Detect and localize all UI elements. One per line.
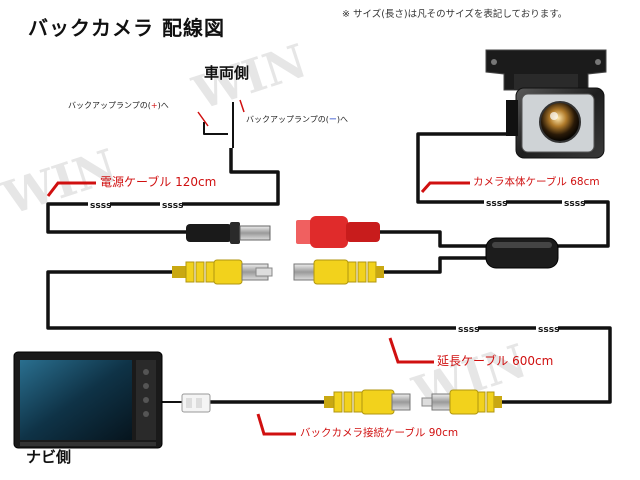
svg-text:ssss: ssss xyxy=(538,325,559,335)
pointer-connection xyxy=(256,413,296,436)
junction-rca-cable xyxy=(382,256,490,274)
power-cable xyxy=(46,148,280,234)
extension-cable xyxy=(46,270,612,404)
diagram-title: バックカメラ 配線図 xyxy=(28,16,225,40)
rca-plug-male-lower xyxy=(421,389,502,415)
svg-text:ssss: ssss xyxy=(458,325,479,335)
power-cable-label: 電源ケーブル 120cm xyxy=(100,175,217,189)
power-to-junction xyxy=(378,230,490,248)
svg-text:ssss: ssss xyxy=(486,199,507,209)
lamp-minus-label: バックアップランプの(ー)へ xyxy=(246,115,349,124)
rca-socket-female-upper xyxy=(293,259,384,285)
label-pointers xyxy=(46,181,470,436)
svg-text:ssss: ssss xyxy=(564,199,585,209)
extension-cable-label: 延長ケーブル 600cm xyxy=(437,354,554,368)
pointer-lamp-minus xyxy=(239,99,245,113)
navi-input-connector xyxy=(181,393,211,413)
pointer-extension xyxy=(388,337,434,364)
svg-text:ssss: ssss xyxy=(90,201,111,211)
cable-break-marks: ssss ssss ssss ssss ssss ssss xyxy=(88,196,585,335)
rca-socket-female-lower xyxy=(324,389,411,415)
dc-power-plug xyxy=(186,222,271,244)
navi-side-label: ナビ側 xyxy=(26,448,72,466)
pointer-lamp-plus xyxy=(197,111,209,127)
lamp-pointers xyxy=(197,99,245,127)
camera-cable-label: カメラ本体ケーブル 68cm xyxy=(473,176,600,188)
pointer-camera xyxy=(420,181,470,193)
vehicle-side-label: 車両側 xyxy=(204,64,250,82)
junction-box xyxy=(485,237,559,269)
size-note: ※ サイズ(長さ)は凡そのサイズを表記しております。 xyxy=(342,9,568,20)
svg-text:ssss: ssss xyxy=(162,201,183,211)
dc-power-socket xyxy=(296,216,380,248)
back-camera xyxy=(485,49,607,159)
navi-monitor xyxy=(13,351,163,449)
camera-lens xyxy=(539,101,581,143)
pointer-power xyxy=(46,181,96,197)
rca-plug-male-upper xyxy=(172,259,273,285)
connection-cable-label: バックカメラ接続ケーブル 90cm xyxy=(300,427,459,439)
lamp-plus-label: バックアップランプの(+)へ xyxy=(68,101,169,110)
lamp-plus-wire xyxy=(203,122,228,135)
